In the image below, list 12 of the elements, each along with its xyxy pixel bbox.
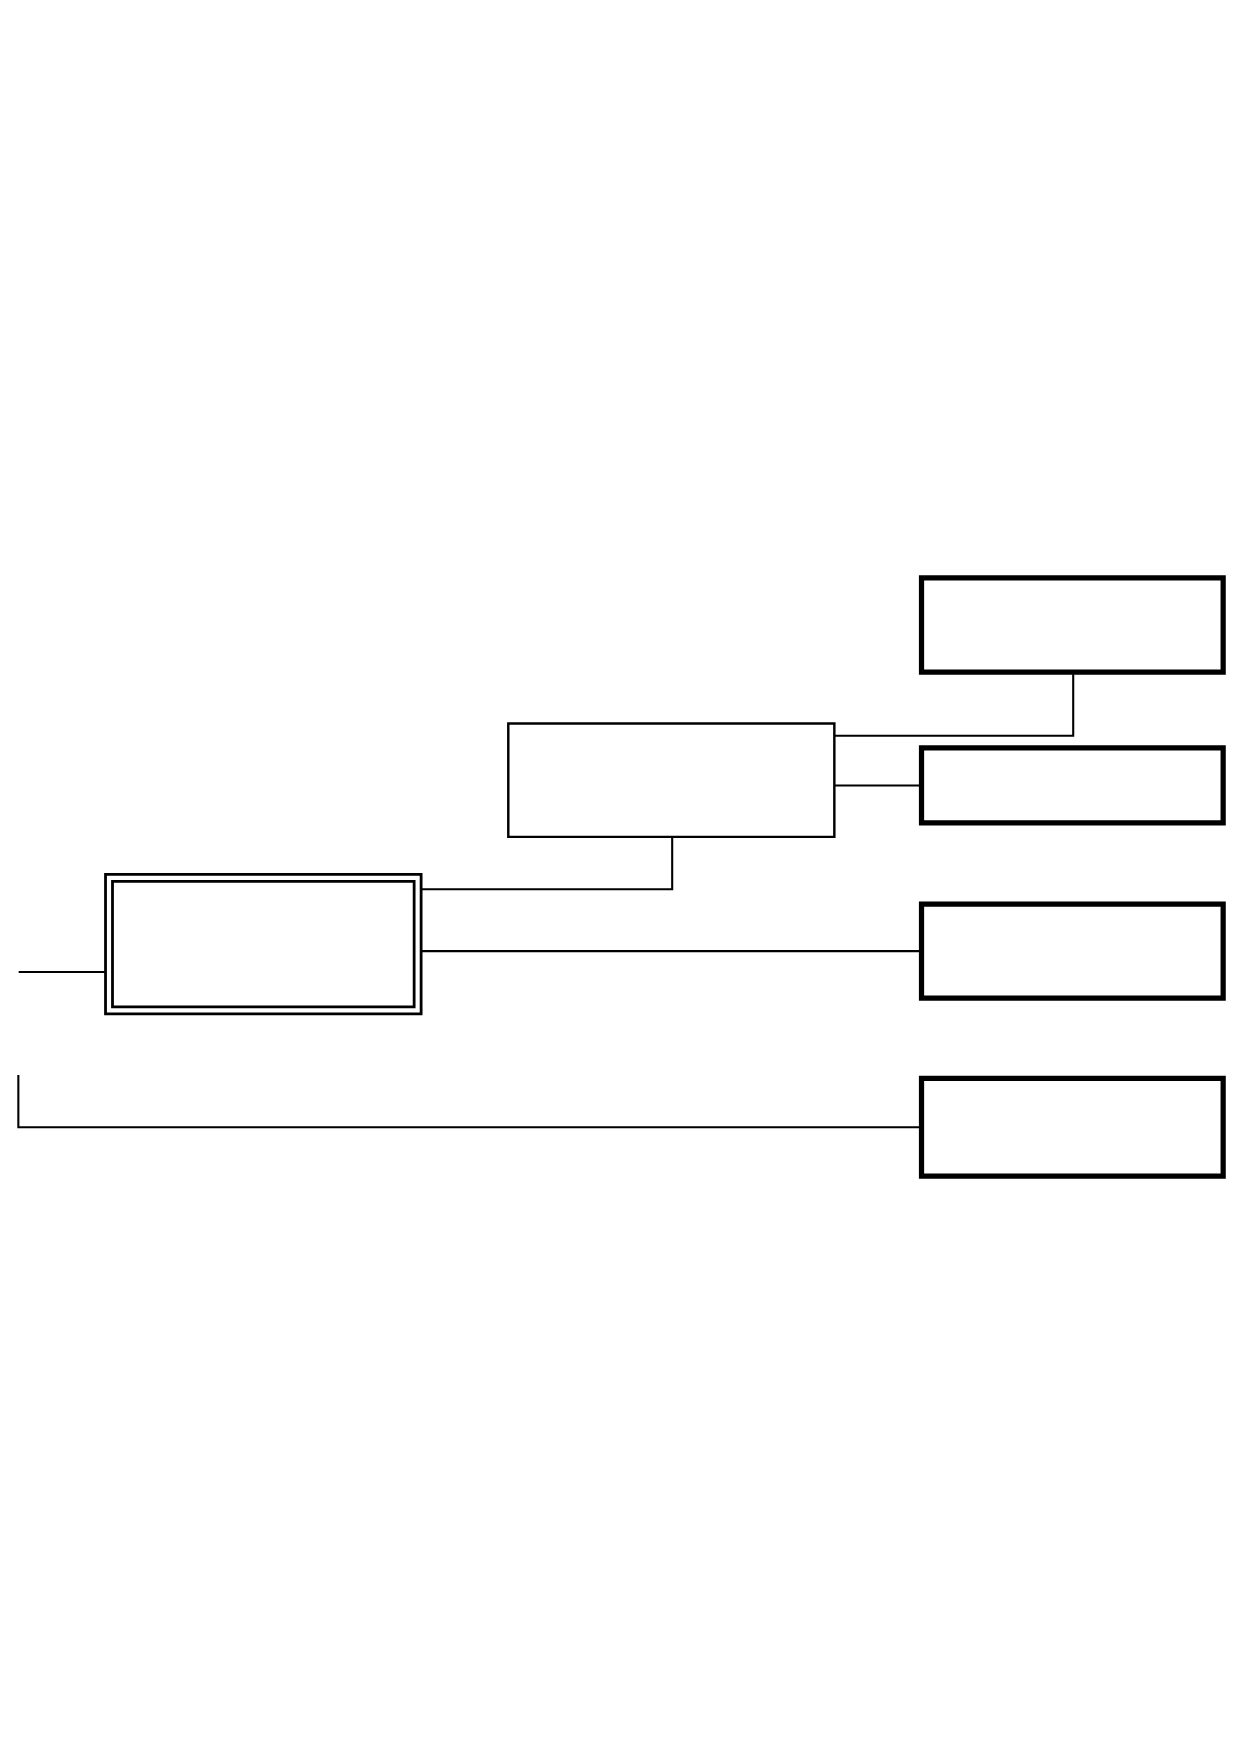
node-box: [918, 745, 1226, 826]
connector: [17, 1075, 922, 1129]
node-box: [918, 901, 1226, 1001]
node-box: [507, 722, 836, 839]
node-box: [918, 1075, 1226, 1179]
connector: [834, 784, 921, 787]
node-box: [104, 873, 423, 1016]
node-box: [918, 575, 1226, 675]
connector: [18, 971, 106, 974]
connector: [834, 672, 1075, 737]
connector: [421, 837, 674, 891]
connector: [421, 950, 921, 953]
